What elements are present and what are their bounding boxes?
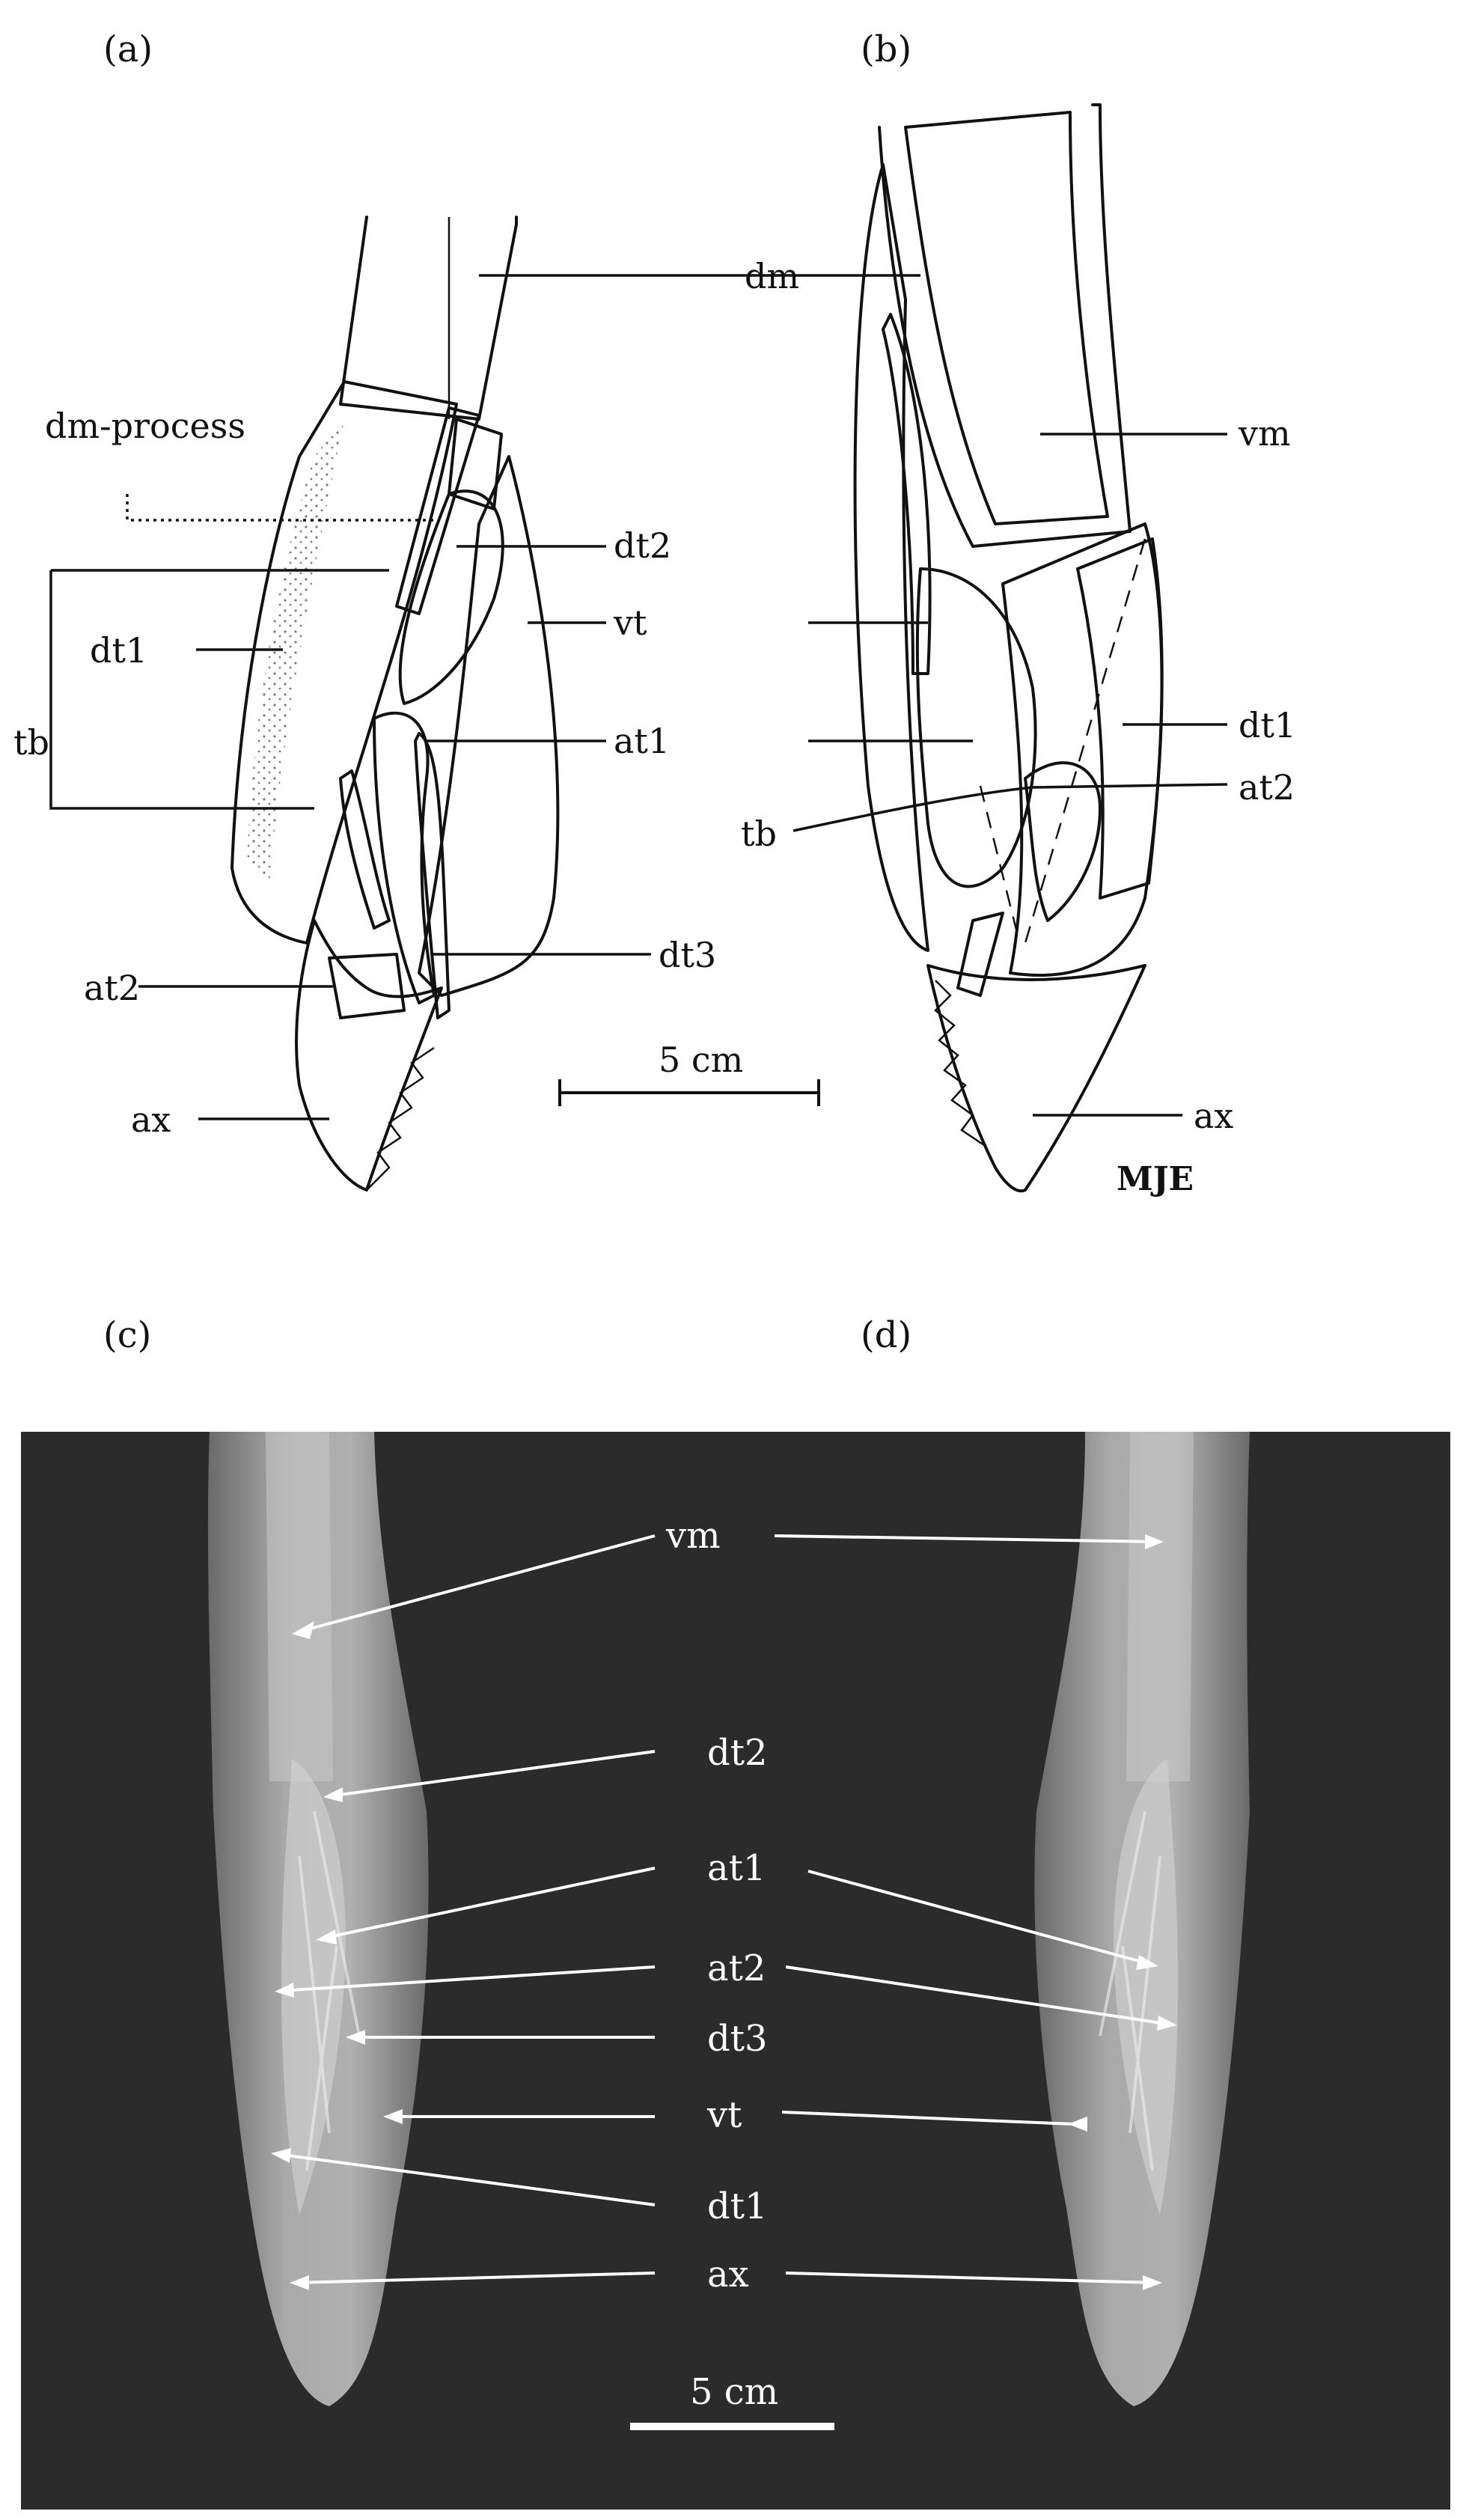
leader-b-tb-at2 [792, 783, 1228, 832]
drawing-a-ax-teeth [366, 1046, 435, 1191]
label-a-at2: at2 [84, 968, 140, 1008]
drawing-a-dm-shape [339, 216, 518, 421]
xray-label-vt: vt [706, 2094, 742, 2136]
scale-top-label: 5 cm [659, 1040, 743, 1080]
leader-a-tb [49, 569, 389, 810]
drawing-a-at2-shape [328, 953, 406, 1019]
drawing-b-dashed-1 [1024, 538, 1146, 944]
drawing-a-rod-2 [339, 769, 391, 930]
xray-label-dt2: dt2 [707, 1732, 768, 1774]
xray-label-vm: vm [665, 1515, 721, 1557]
xray-scale-label: 5 cm [690, 2371, 778, 2413]
drawing-b-at2-shape [1024, 761, 1102, 922]
xray-arm-c [207, 1432, 429, 2406]
label-b-dt1: dt1 [1239, 705, 1296, 745]
label-a-dt2: dt2 [614, 525, 671, 566]
label-a-dt1: dt1 [90, 630, 147, 671]
drawing-a-dm-process-shape [395, 406, 480, 615]
drawing-a: dm dm-process dt2 dt1 vt tb at1 dt3 at2 … [13, 216, 799, 1192]
drawing-b-left-flank [853, 163, 929, 952]
label-a-dt3: dt3 [659, 935, 716, 975]
drawing-b: vm dt1 tb at2 ax MJE [737, 103, 1296, 1198]
drawing-b-vm-front [904, 111, 1109, 525]
label-a-vt: vt [613, 602, 647, 643]
xray-label-dt1: dt1 [707, 2185, 768, 2227]
xray-label-dt3: dt3 [707, 2018, 768, 2060]
xray-label-ax: ax [707, 2254, 749, 2295]
label-a-tb: tb [13, 722, 49, 763]
artist-signature: MJE [1117, 1160, 1194, 1198]
drawing-b-ax-teeth [934, 980, 985, 1147]
panel-label-b: (b) [861, 28, 911, 70]
drawing-b-dt1-stipple [1076, 537, 1164, 900]
drawing-a-at1-shape [373, 711, 436, 1004]
xray-panel: vm dt2 at1 at2 dt3 vt dt1 ax 5 cm [21, 1432, 1450, 2510]
panel-label-a: (a) [103, 28, 153, 70]
drawing-a-dt1-stipple [247, 419, 344, 883]
drawing-b-vm-shape [878, 103, 1131, 548]
label-b-tb: tb [741, 814, 777, 854]
panel-label-c: (c) [103, 1314, 151, 1356]
xray-label-at2: at2 [707, 1947, 766, 1989]
drawing-a-dt2-shape [398, 489, 504, 705]
label-a-at1: at1 [614, 721, 670, 761]
drawing-a-rod [414, 732, 451, 1019]
drawing-a-ax-shape [295, 919, 443, 1192]
leader-a-dm-process [126, 494, 438, 522]
label-b-ax: ax [1194, 1096, 1233, 1136]
drawing-a-vt-shape [418, 455, 560, 997]
scale-bar-top: 5 cm [558, 1040, 820, 1106]
drawing-b-rod [882, 313, 932, 675]
drawing-b-small-rod [956, 912, 1004, 997]
xray-arrows [271, 1534, 1177, 2290]
drawing-b-ax-shape [926, 964, 1146, 1193]
xray-label-at1: at1 [707, 1847, 766, 1889]
drawing-b-at1-shape [915, 567, 1037, 888]
panel-label-d: (d) [861, 1314, 911, 1356]
label-b-vm: vm [1238, 413, 1291, 454]
label-b-at2: at2 [1239, 767, 1295, 808]
xray-arm-d [1034, 1432, 1250, 2406]
label-a-ax: ax [131, 1099, 171, 1140]
label-a-dm-process: dm-process [45, 406, 245, 446]
